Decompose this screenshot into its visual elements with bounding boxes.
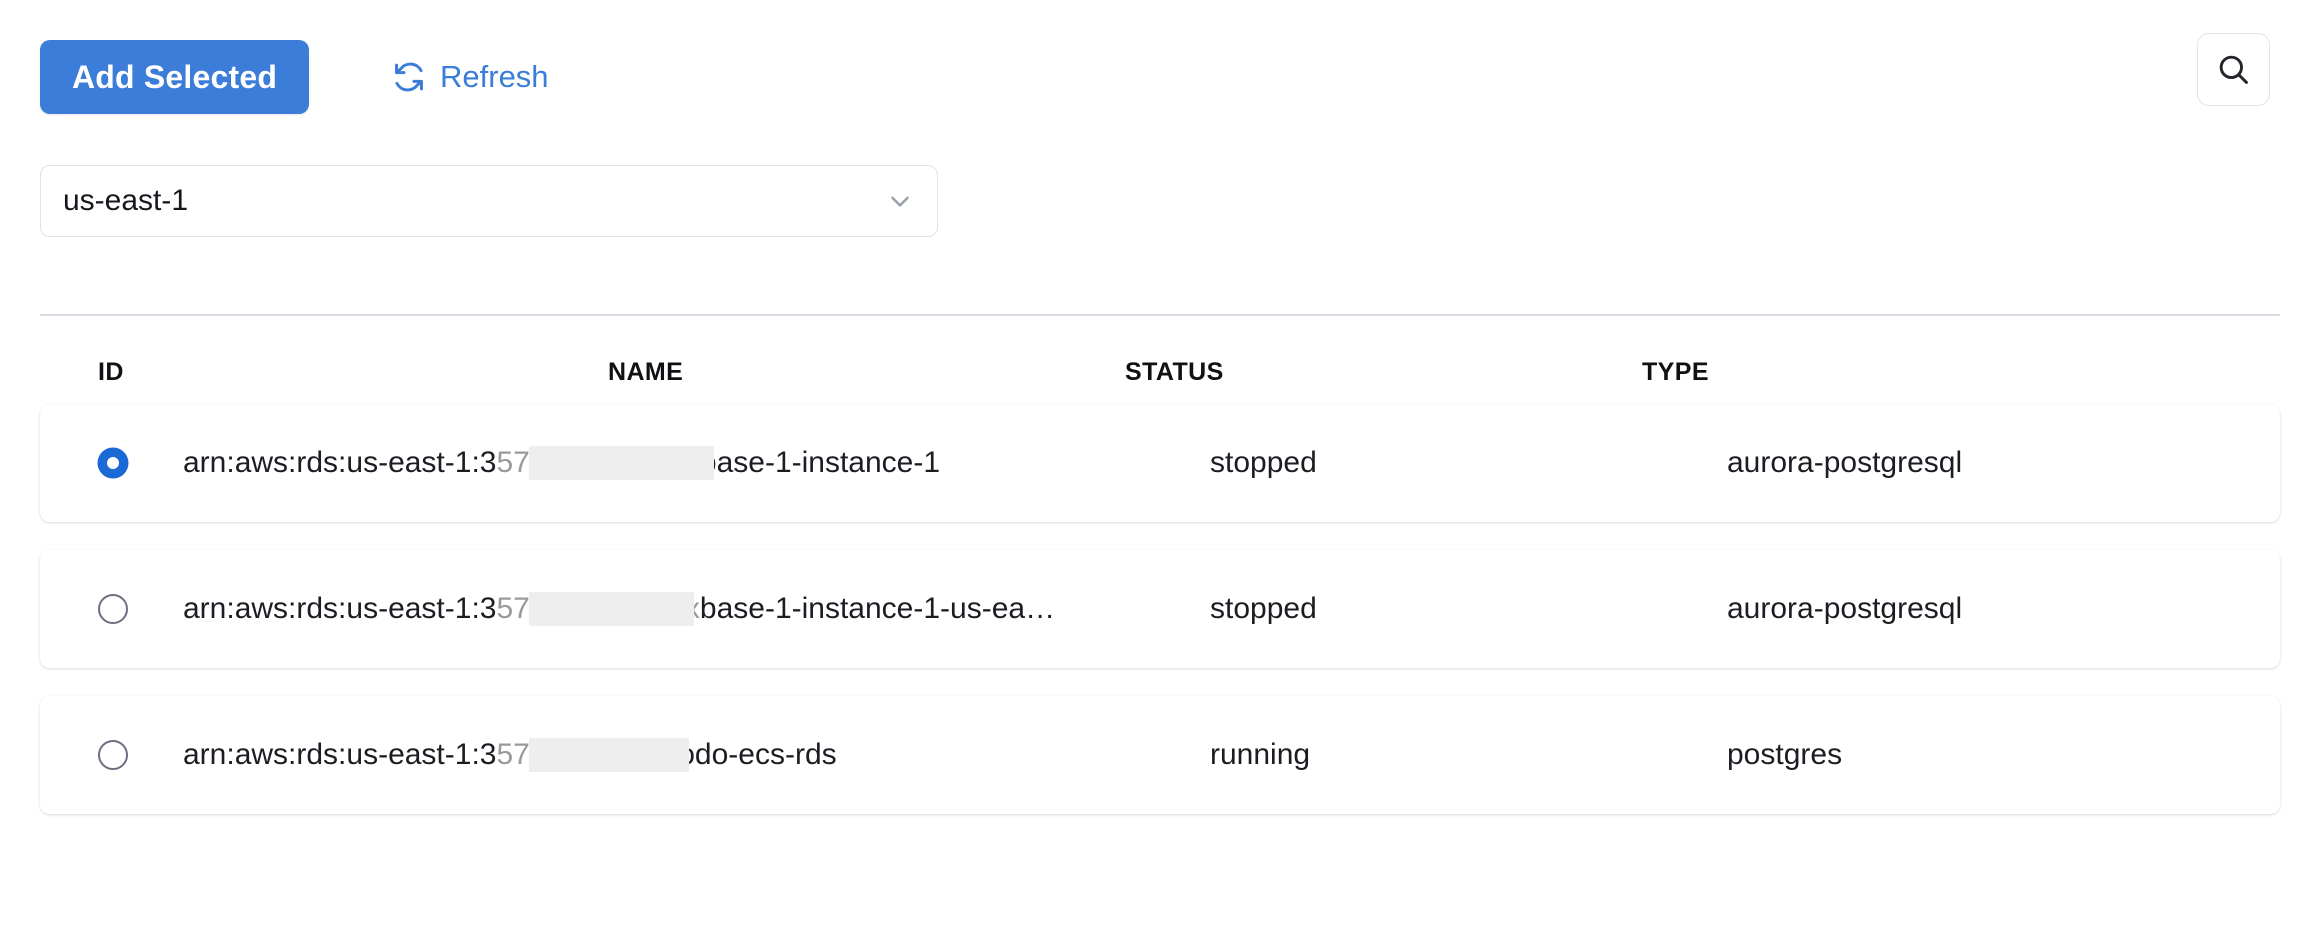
column-header-type: TYPE <box>1642 357 1709 386</box>
radio-unselected[interactable] <box>98 594 128 624</box>
arn-suffix: base-1-instance-1-us-ea… <box>699 592 1056 625</box>
refresh-label: Refresh <box>440 59 549 94</box>
arn-suffix: base-1-instance-1 <box>699 446 941 479</box>
add-selected-button[interactable]: Add Selected <box>40 40 310 114</box>
chevron-down-icon <box>885 186 915 216</box>
arn-redacted-text: 57013xxxxxx <box>496 738 670 771</box>
row-select-cell[interactable] <box>98 740 183 770</box>
column-header-status: STATUS <box>1125 357 1224 386</box>
instances-table: ID NAME STATUS TYPE arn:aws:rds:us-east-… <box>0 340 2298 842</box>
cell-type: aurora-postgresql <box>1727 592 1963 625</box>
arn-redacted-text: 57013xxxxxxxx <box>496 592 700 625</box>
row-select-cell[interactable] <box>98 448 183 478</box>
toolbar: Add Selected Refresh <box>0 0 2298 118</box>
arn-suffix: todo-ecs-rds <box>669 738 837 771</box>
search-button[interactable] <box>2197 33 2270 106</box>
cell-status: stopped <box>1210 592 1317 625</box>
search-icon <box>2215 51 2252 88</box>
region-select[interactable]: us-east-1 <box>40 165 938 237</box>
column-header-name: NAME <box>608 357 684 386</box>
arn-prefix: arn:aws:rds:us-east-1:3 <box>183 592 497 625</box>
arn-prefix: arn:aws:rds:us-east-1:3 <box>183 446 497 479</box>
cell-status: stopped <box>1210 446 1317 479</box>
row-select-cell[interactable] <box>98 594 183 624</box>
refresh-button[interactable]: Refresh <box>392 48 549 106</box>
radio-unselected[interactable] <box>98 740 128 770</box>
region-select-value: us-east-1 <box>63 184 189 217</box>
table-header-row: ID NAME STATUS TYPE <box>0 340 2298 404</box>
section-divider <box>40 314 2280 316</box>
cell-type: postgres <box>1727 738 1843 771</box>
cell-status: running <box>1210 738 1311 771</box>
arn-prefix: arn:aws:rds:us-east-1:3 <box>183 738 497 771</box>
radio-selected[interactable] <box>98 448 128 478</box>
refresh-icon <box>392 60 426 94</box>
column-header-id: ID <box>98 357 124 386</box>
cell-type: aurora-postgresql <box>1727 446 1963 479</box>
arn-redacted-text: 57013xxxxxxxx <box>496 446 700 479</box>
